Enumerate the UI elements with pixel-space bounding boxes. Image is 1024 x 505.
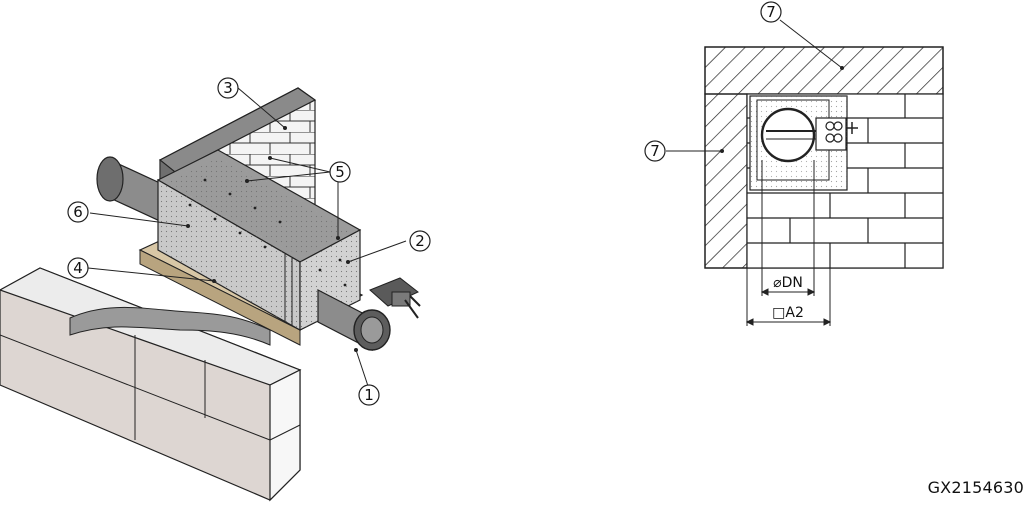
callout-5-label: 5 bbox=[335, 163, 345, 181]
callout-7-left-label: 7 bbox=[650, 142, 660, 160]
drawing-id: GX2154630 bbox=[927, 478, 1024, 497]
callout-2: 2 bbox=[409, 230, 431, 252]
callout-1: 1 bbox=[358, 384, 380, 406]
callout-7-top: 7 bbox=[760, 1, 782, 23]
dimension-a2: □A2 bbox=[772, 305, 804, 321]
damper-actuator bbox=[369, 277, 421, 319]
callout-6-label: 6 bbox=[73, 203, 83, 221]
section-opening bbox=[749, 95, 858, 191]
section-view: ⌀DN □A2 7 7 bbox=[644, 1, 944, 326]
dimension-lines bbox=[745, 160, 832, 326]
callout-7-top-label: 7 bbox=[766, 3, 776, 21]
dimension-dn: ⌀DN bbox=[773, 275, 803, 291]
block-wall-front bbox=[0, 267, 302, 502]
fire-damper-duct bbox=[317, 289, 391, 351]
callout-4: 4 bbox=[67, 257, 89, 279]
callout-1-label: 1 bbox=[364, 386, 374, 404]
callout-3: 3 bbox=[217, 77, 239, 99]
leader-lines bbox=[87, 87, 407, 387]
callout-7-left: 7 bbox=[644, 140, 666, 162]
callout-4-label: 4 bbox=[73, 259, 83, 277]
callout-6: 6 bbox=[67, 201, 89, 223]
isometric-view: 3 5 6 2 4 1 bbox=[0, 77, 431, 502]
callout-3-label: 3 bbox=[223, 79, 233, 97]
callout-5: 5 bbox=[329, 161, 351, 183]
callout-2-label: 2 bbox=[415, 232, 425, 250]
